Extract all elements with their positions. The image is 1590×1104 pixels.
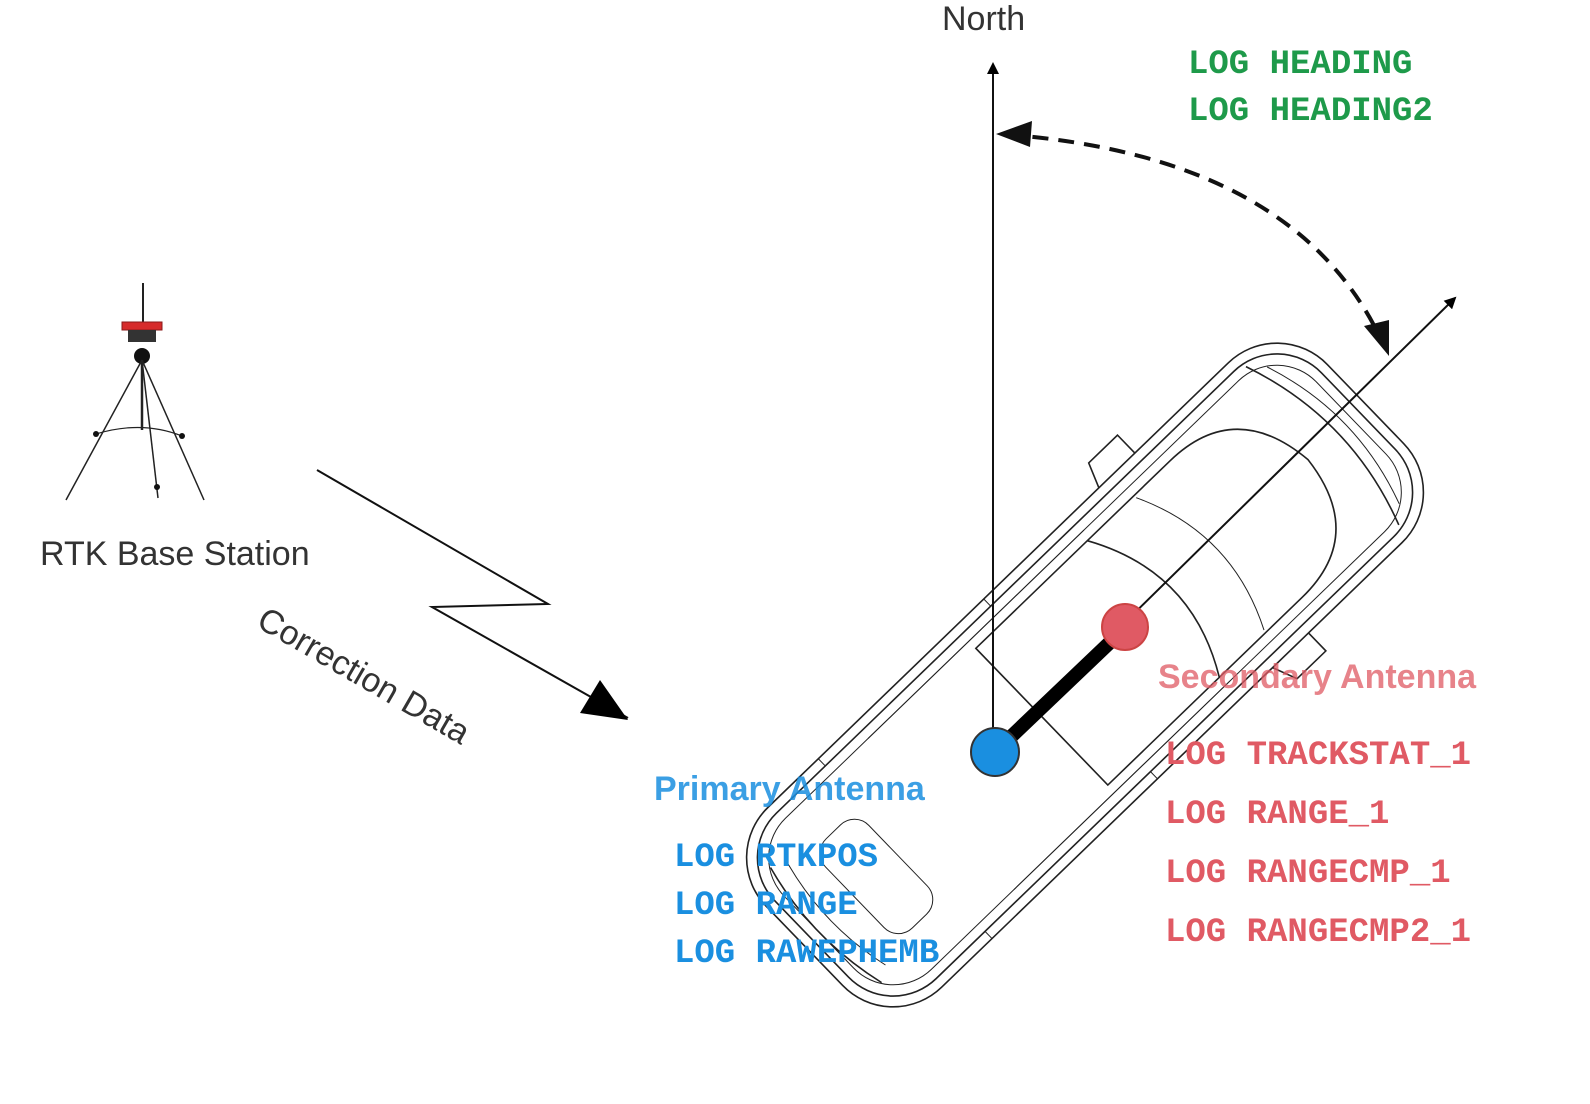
correction-data-arrow xyxy=(316,469,629,719)
primary-antenna-label: Primary Antenna xyxy=(654,770,925,808)
secondary-antenna-dot xyxy=(1101,603,1149,651)
primary-log-item: LOG RANGE xyxy=(674,887,858,925)
antenna-baseline xyxy=(988,621,1132,759)
secondary-log-item: LOG RANGECMP_1 xyxy=(1165,855,1451,893)
north-label: North xyxy=(942,0,1026,38)
base-station-label: RTK Base Station xyxy=(40,535,310,573)
primary-log-item: LOG RTKPOS xyxy=(674,839,879,877)
correction-arrowhead xyxy=(580,680,628,720)
heading-angle-arc xyxy=(999,132,1387,349)
heading-arc-arrowhead-end xyxy=(1364,320,1389,356)
vehicle-outline-icon xyxy=(745,342,1425,1008)
base-station-tripod-icon xyxy=(65,283,205,501)
secondary-log-list: LOG TRACKSTAT_1 LOG RANGE_1 LOG RANGECMP… xyxy=(1165,727,1471,963)
heading-log-list: LOG HEADING LOG HEADING2 xyxy=(1188,42,1433,136)
secondary-log-item: LOG TRACKSTAT_1 xyxy=(1165,737,1472,775)
primary-antenna-dot xyxy=(970,727,1020,777)
heading-log-item: LOG HEADING2 xyxy=(1188,93,1433,131)
secondary-log-item: LOG RANGECMP2_1 xyxy=(1165,914,1472,952)
heading-log-item: LOG HEADING xyxy=(1188,46,1413,84)
heading-arc-arrowhead-start xyxy=(996,121,1032,147)
secondary-antenna-label: Secondary Antenna xyxy=(1158,658,1477,696)
primary-log-item: LOG RAWEPHEMB xyxy=(674,935,940,973)
secondary-log-item: LOG RANGE_1 xyxy=(1165,796,1390,834)
primary-log-list: LOG RTKPOS LOG RANGE LOG RAWEPHEMB xyxy=(674,834,939,978)
